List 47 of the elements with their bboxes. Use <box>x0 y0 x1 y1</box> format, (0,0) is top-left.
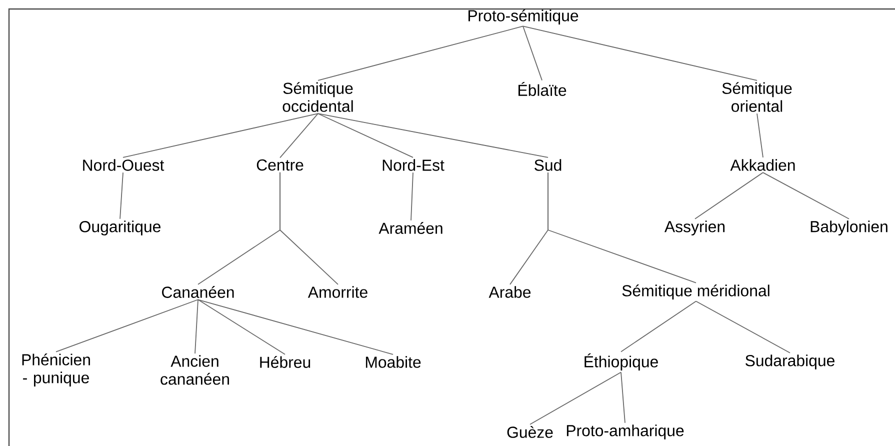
language-label: Sud <box>534 159 562 171</box>
language-label: Akkadien <box>730 159 795 171</box>
tree-branch <box>318 26 524 81</box>
language-label: Sémitique méridional <box>622 284 770 300</box>
language-label: Sémitique occidental <box>282 82 353 112</box>
tree-branch <box>194 299 198 354</box>
language-label: Ancien cananéen <box>160 355 229 385</box>
tree-branch <box>548 172 696 284</box>
tree-branch <box>522 26 758 81</box>
language-label: Arabe <box>488 286 531 298</box>
tree-branch <box>318 113 548 158</box>
language-label: Phénicien - punique <box>22 354 90 386</box>
tree-branch <box>410 172 414 221</box>
tree-branch <box>280 172 338 285</box>
tree-branch <box>280 113 318 158</box>
language-label: Éblaïte <box>518 82 566 96</box>
tree-branch <box>530 372 622 425</box>
tree-branch <box>756 113 764 158</box>
tree-branch <box>198 299 394 355</box>
tree-branch <box>762 172 850 220</box>
tree-branch <box>318 113 414 158</box>
language-label: Proto-sémitique <box>468 9 578 25</box>
tree-branch <box>620 372 626 424</box>
language-label: Sémitique oriental <box>722 82 792 112</box>
language-label: Araméen <box>378 222 442 234</box>
tree-branch <box>620 300 696 352</box>
language-label: Nord-Est <box>382 159 444 171</box>
tree-branch <box>694 172 764 220</box>
tree-branch <box>198 299 286 355</box>
language-label: Amorrite <box>308 286 368 298</box>
tree-branch <box>120 172 124 220</box>
tree-branch <box>522 26 542 81</box>
language-label: Nord-Ouest <box>83 159 164 171</box>
tree-branch <box>56 299 198 352</box>
language-label: Ougaritique <box>80 220 160 236</box>
language-label: Guèze <box>507 426 553 438</box>
language-label: Assyrien <box>664 220 725 236</box>
language-label: Babylonien <box>810 220 888 236</box>
language-label: Centre <box>256 159 304 171</box>
language-label: Proto-amharique <box>566 424 684 440</box>
tree-branch <box>696 300 790 354</box>
language-label: Moabite <box>366 356 421 368</box>
language-label: Sudarabique <box>746 354 834 370</box>
language-label: Cananéen <box>162 286 234 298</box>
tree-branch <box>122 113 318 158</box>
language-label: Hébreu <box>260 356 310 368</box>
language-label: Éthiopique <box>584 353 658 371</box>
